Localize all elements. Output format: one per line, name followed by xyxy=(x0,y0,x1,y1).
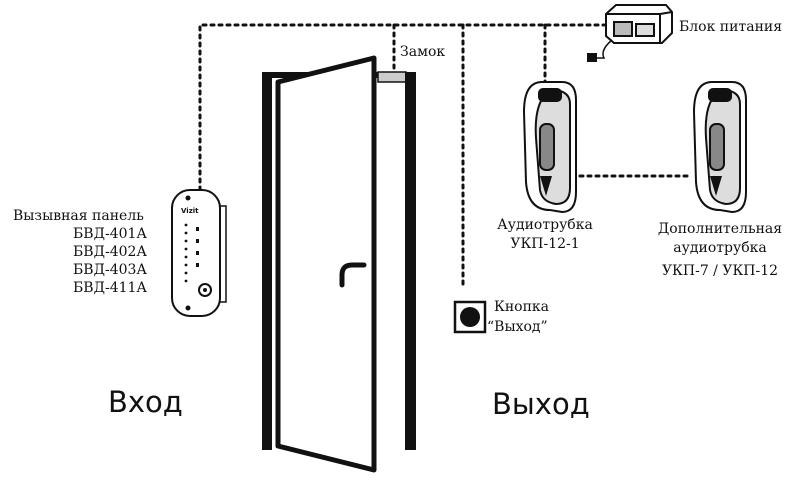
handset-icon xyxy=(522,81,577,214)
exit-label: Выход xyxy=(492,387,590,421)
call-panel-model: БВД-411А xyxy=(73,280,148,296)
extra-handset-icon xyxy=(692,81,747,214)
wiring xyxy=(198,23,692,289)
door-leaf xyxy=(275,55,377,473)
handset-title: Аудиотрубка xyxy=(497,217,593,233)
panel-logo: Vizit xyxy=(181,207,199,215)
call-panel-model: БВД-402А xyxy=(73,244,148,260)
call-panel-model: БВД-403А xyxy=(73,262,148,278)
power-supply-icon xyxy=(587,4,673,62)
wire-panel-to-top xyxy=(198,23,606,200)
entrance-label: Вход xyxy=(108,385,183,419)
call-panel-title: Вызывная панель xyxy=(13,208,144,224)
door-handle xyxy=(339,262,367,288)
handset-model: УКП-12-1 xyxy=(510,236,580,252)
lock-block xyxy=(377,71,407,83)
extra-handset-line2: аудиотрубка xyxy=(673,240,767,256)
extra-handset-model: УКП-7 / УКП-12 xyxy=(661,263,779,279)
exit-button-line1: Кнопка xyxy=(494,299,550,315)
exit-button-icon xyxy=(453,300,487,334)
call-panel-icon xyxy=(171,189,227,317)
exit-button-line2: “Выход” xyxy=(487,319,548,335)
extra-handset-line1: Дополнительная xyxy=(657,221,783,237)
lock-label: Замок xyxy=(400,44,446,60)
call-panel-model: БВД-401А xyxy=(73,226,148,242)
power-supply-label: Блок питания xyxy=(679,19,783,35)
